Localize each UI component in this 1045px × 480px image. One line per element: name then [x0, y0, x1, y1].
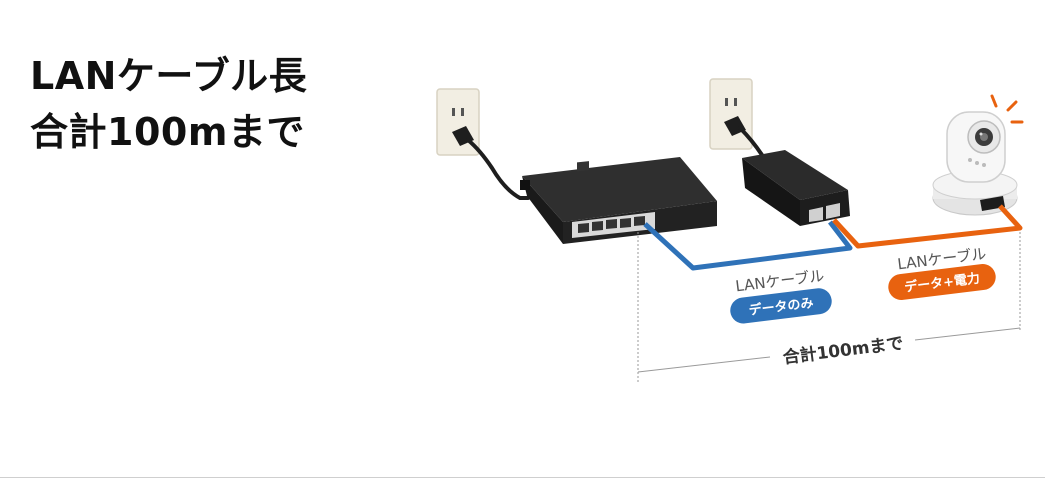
wall-outlet-icon [710, 79, 752, 149]
network-switch-icon [520, 157, 717, 244]
bottom-divider [0, 477, 1045, 478]
network-camera-icon [933, 96, 1022, 215]
power-cord [468, 140, 528, 198]
measure-line-left [638, 357, 770, 372]
poe-injector-icon [742, 150, 850, 226]
measure-line-right [915, 328, 1020, 340]
total-length-label: 合計100mまで [782, 333, 905, 369]
